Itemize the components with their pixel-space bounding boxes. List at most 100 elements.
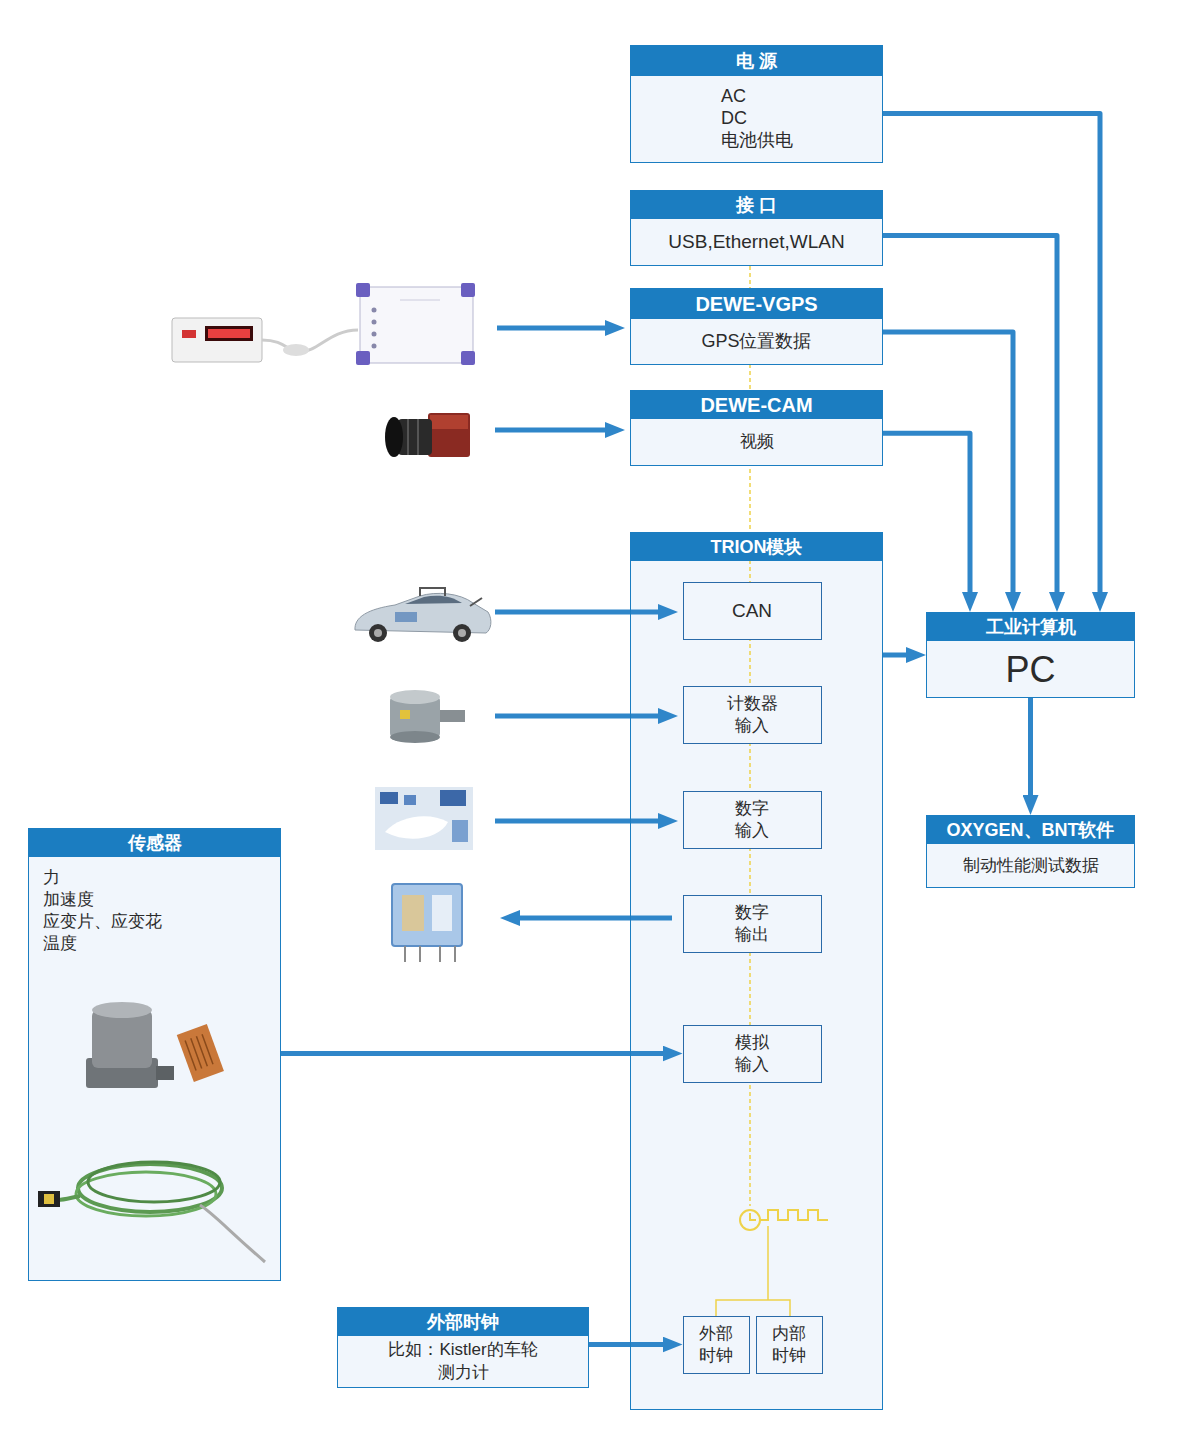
panel-fill [28, 532, 883, 1410]
box-body: CAN [684, 583, 821, 639]
channel-label: 数字 输出 [692, 902, 812, 945]
clock-symbol [716, 1300, 790, 1316]
channel-label: 外部 时钟 [690, 1323, 743, 1366]
header-text: 接 口 [736, 193, 777, 217]
body-text: 力 加速度 应变片、应变花 温度 [43, 867, 243, 955]
digital-input-picture [380, 792, 398, 804]
counter-sensor [390, 697, 440, 737]
box-body: AC DC 电池供电 [631, 76, 882, 162]
digital-input-picture [404, 795, 416, 805]
gps-receiver [360, 287, 473, 363]
gps-display [205, 326, 253, 341]
thermocouple [200, 1205, 265, 1262]
box-body [631, 561, 882, 1409]
picture-arrow [495, 819, 668, 824]
module-box: OXYGEN、BNT软件制动性能测试数据 [926, 815, 1135, 888]
counter-sensor [390, 690, 465, 743]
module-box: DEWE-CAM 视频 [630, 390, 883, 466]
counter-sensor [440, 710, 465, 722]
module-box: 接 口 USB,Ethernet,WLAN [630, 190, 883, 266]
accelerometer [92, 1010, 152, 1068]
gps-display [182, 330, 196, 338]
panel-fill [630, 532, 883, 1410]
digital-input-picture [375, 787, 473, 850]
box-body: PC [927, 641, 1134, 697]
test-car [458, 629, 466, 637]
header-text: 传感器 [128, 831, 182, 855]
test-car [405, 596, 462, 604]
gps-receiver [356, 283, 370, 297]
gps-receiver [461, 351, 475, 365]
box-header: TRION模块 [631, 533, 882, 561]
channel-box: 计数器 输入 [683, 686, 822, 744]
relay [392, 884, 462, 962]
channel-box: 数字 输入 [683, 791, 822, 849]
box-header: DEWE-CAM [631, 391, 882, 419]
camera [417, 419, 419, 455]
panel-fill [28, 828, 281, 1281]
thermocouple [58, 1196, 80, 1200]
camera [428, 413, 470, 457]
gps-receiver [461, 283, 475, 297]
picture-arrow [495, 714, 668, 719]
box-body: 数字 输出 [684, 896, 821, 952]
channel-label: 数字 输入 [692, 798, 812, 841]
box-header: OXYGEN、BNT软件 [927, 816, 1134, 844]
box-body: GPS位置数据 [631, 319, 882, 364]
header-text: 外部时钟 [427, 1310, 499, 1334]
thermocouple [88, 1162, 220, 1202]
channel-label: 内部 时钟 [763, 1323, 816, 1366]
box-header: 工业计算机 [927, 613, 1134, 641]
camera [385, 413, 470, 457]
body-text: USB,Ethernet,WLAN [668, 230, 844, 254]
test-car [453, 624, 471, 642]
clock-symbol [750, 1213, 756, 1220]
channel-box: 模拟 输入 [683, 1025, 822, 1083]
flow-arrow [281, 1051, 673, 1056]
clock-symbol [740, 1210, 760, 1230]
thermocouple [78, 1164, 222, 1212]
header-text: 工业计算机 [986, 615, 1076, 639]
box-body: 数字 输入 [684, 792, 821, 848]
header-text: OXYGEN、BNT软件 [946, 818, 1114, 842]
strain-gauge [177, 1024, 224, 1082]
channel-label: 计数器 输入 [692, 693, 812, 736]
box-body: 比如：Kistler的车轮 测力计 [338, 1336, 588, 1387]
header-text: 电 源 [736, 49, 777, 73]
strain-gauge [185, 1034, 213, 1070]
clock-symbol [716, 1210, 828, 1316]
gps-display [283, 344, 309, 356]
body-text: AC DC 电池供电 [721, 86, 811, 152]
flow-arrow [883, 236, 1057, 602]
gps-display [208, 329, 250, 338]
body-text: GPS位置数据 [701, 330, 811, 353]
box-body: 模拟 输入 [684, 1026, 821, 1082]
relay [402, 895, 424, 931]
flow-arrow [883, 113, 1100, 602]
relay [392, 884, 462, 946]
clock-symbol [767, 1226, 769, 1300]
digital-input-picture [385, 816, 448, 838]
camera [407, 419, 409, 455]
box-body: 计数器 输入 [684, 687, 821, 743]
gps-display [172, 318, 358, 362]
accelerometer [156, 1066, 174, 1080]
header-text: TRION模块 [711, 535, 803, 559]
camera [430, 415, 468, 429]
digital-input-picture [440, 790, 466, 806]
test-car [355, 588, 491, 642]
box-body: 外部 时钟 [684, 1317, 749, 1373]
module-box: 传感器力 加速度 应变片、应变花 温度 [28, 828, 281, 1281]
relay [405, 946, 455, 962]
gps-receiver [356, 283, 475, 365]
channel-box: CAN [683, 582, 822, 640]
clock-symbol [760, 1210, 828, 1220]
gps-receiver [400, 300, 440, 301]
camera [398, 419, 432, 455]
digital-input-picture [375, 787, 473, 850]
body-text: 制动性能测试数据 [963, 855, 1099, 876]
picture-arrow [495, 428, 615, 433]
body-text: 视频 [740, 431, 774, 452]
